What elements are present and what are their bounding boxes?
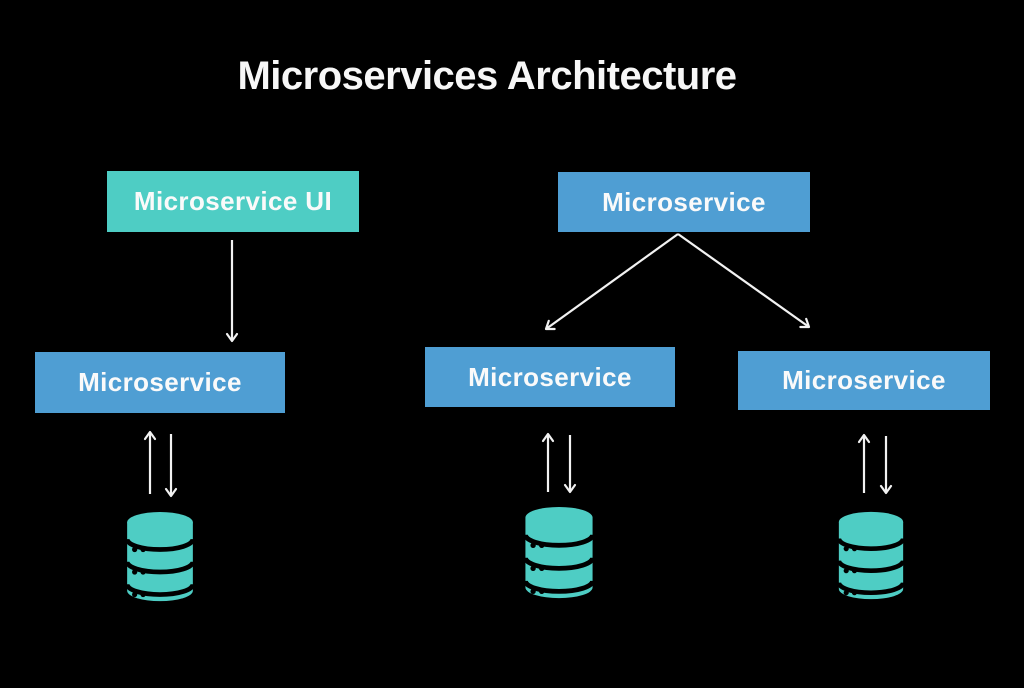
node-microservice-gateway: Microservice (558, 172, 810, 232)
node-microservice-ui: Microservice UI (107, 171, 359, 232)
database-icon-left (123, 511, 197, 603)
node-microservice-mid: Microservice (425, 347, 675, 407)
diagram-title: Microservices Architecture (237, 54, 737, 98)
node-microservice-mid-label: Microservice (468, 361, 632, 392)
database-icon-right (835, 511, 907, 601)
database-cylinder-icon (839, 512, 903, 599)
arrow-gateway-to-mid-service (544, 233, 679, 331)
node-microservice-left-label: Microservice (78, 367, 242, 397)
node-microservice-ui-label: Microservice UI (133, 186, 333, 216)
database-cylinder-icon (127, 512, 193, 601)
node-microservice-left: Microservice (35, 352, 285, 413)
database-cylinder-icon (525, 507, 592, 598)
node-microservice-right: Microservice (738, 351, 990, 410)
database-icon-mid (522, 506, 596, 600)
node-microservice-right-label: Microservice (782, 365, 946, 395)
arrow-gateway-to-right-service (677, 233, 811, 329)
node-microservice-gateway-label: Microservice (602, 186, 766, 217)
